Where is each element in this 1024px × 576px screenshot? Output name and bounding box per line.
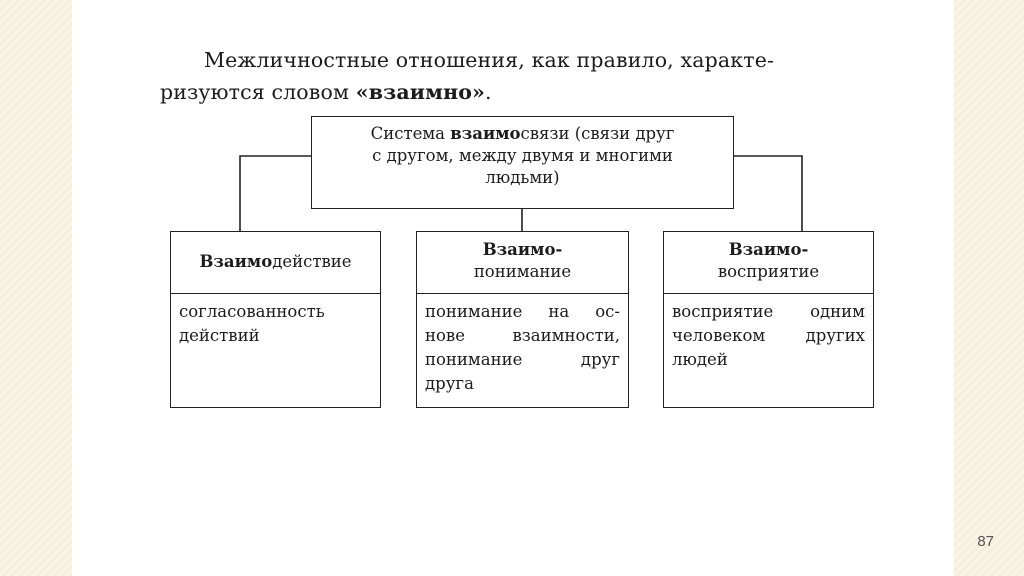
column-2-line-4: друга [425,374,474,393]
column-2-line-2: нове взаимности, [425,326,620,345]
column-3-title-line-1: Взаимо- [728,240,809,259]
column-2-body: понимание на ос- нове взаимности, понима… [416,294,629,408]
root-line-2: с другом, между двумя и многими [372,146,673,165]
column-2-line-1: понимание на ос- [425,302,620,321]
right-margin-texture [954,0,1024,576]
intro-line-2-suffix: . [485,80,492,104]
column-3-line-2: человеком других [672,326,865,345]
column-1-body: согласованность действий [170,294,381,408]
intro-line-1: Межличностные отношения, как правило, ха… [204,48,775,72]
root-concept-box: Система взаимосвязи (связи друг с другом… [311,116,734,209]
left-margin-texture [0,0,72,576]
intro-paragraph: Межличностные отношения, как правило, ха… [160,44,880,108]
column-3-body: восприятие одним человеком других людей [663,294,874,408]
column-3-header: Взаимо- восприятие [663,231,874,294]
root-line-1-bold: взаимо [450,124,521,143]
column-1-title-rest: действие [272,252,352,271]
column-2-line-3: понимание друг [425,350,620,369]
root-line-1-suffix: связи (связи друг [520,124,675,143]
root-line-1-prefix: Система [370,124,451,143]
column-1-line-2: действий [179,326,260,345]
column-1-title-bold: Взаимо [199,252,273,271]
root-line-1: Система взаимосвязи (связи друг [312,123,733,145]
intro-line-2: ризуются словом «взаимно». [160,76,880,108]
column-3-title-line-2: восприятие [717,262,820,281]
column-1-header: Взаимодействие [170,231,381,294]
column-3-line-3: людей [672,350,728,369]
root-line-3: людьми) [485,168,560,187]
column-2-header: Взаимо- понимание [416,231,629,294]
column-2-title-line-2: понимание [473,262,572,281]
page-number: 87 [977,533,994,550]
intro-keyword: «взаимно» [355,80,486,104]
column-2-title-line-1: Взаимо- [482,240,563,259]
column-1-line-1: согласованность [179,302,325,321]
intro-line-2-prefix: ризуются словом [160,80,356,104]
column-3-line-1: восприятие одним [672,302,865,321]
